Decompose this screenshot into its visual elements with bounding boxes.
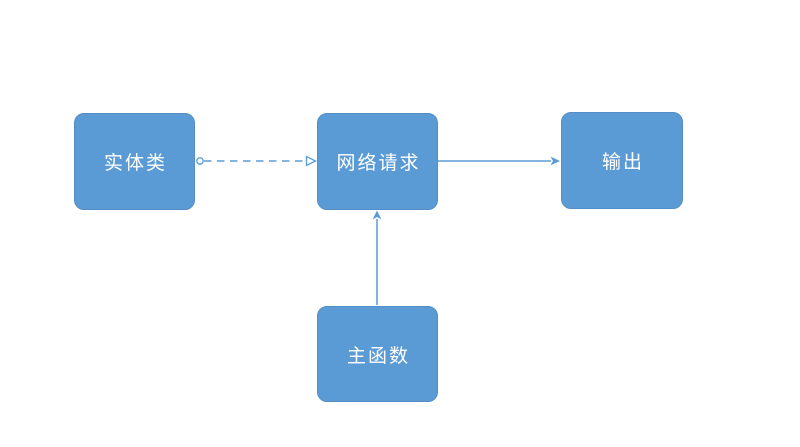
node-label: 网络请求: [336, 152, 421, 174]
edge-source-circle: [196, 157, 204, 165]
edge-network-to-output: [438, 156, 560, 166]
node-label: 实体类: [103, 152, 167, 174]
node-label: 输出: [601, 151, 644, 173]
node-output: 输出: [561, 112, 683, 209]
filled-arrowhead-icon: [550, 156, 560, 166]
open-arrowhead-icon: [305, 155, 317, 167]
edge-main-to-network: [372, 210, 382, 305]
node-entity-class: 实体类: [74, 113, 195, 210]
node-main-function: 主函数: [317, 306, 438, 402]
node-network-request: 网络请求: [317, 113, 438, 210]
edge-entity-to-network: [196, 155, 317, 167]
node-label: 主函数: [346, 344, 410, 367]
filled-arrowhead-icon: [372, 210, 382, 220]
